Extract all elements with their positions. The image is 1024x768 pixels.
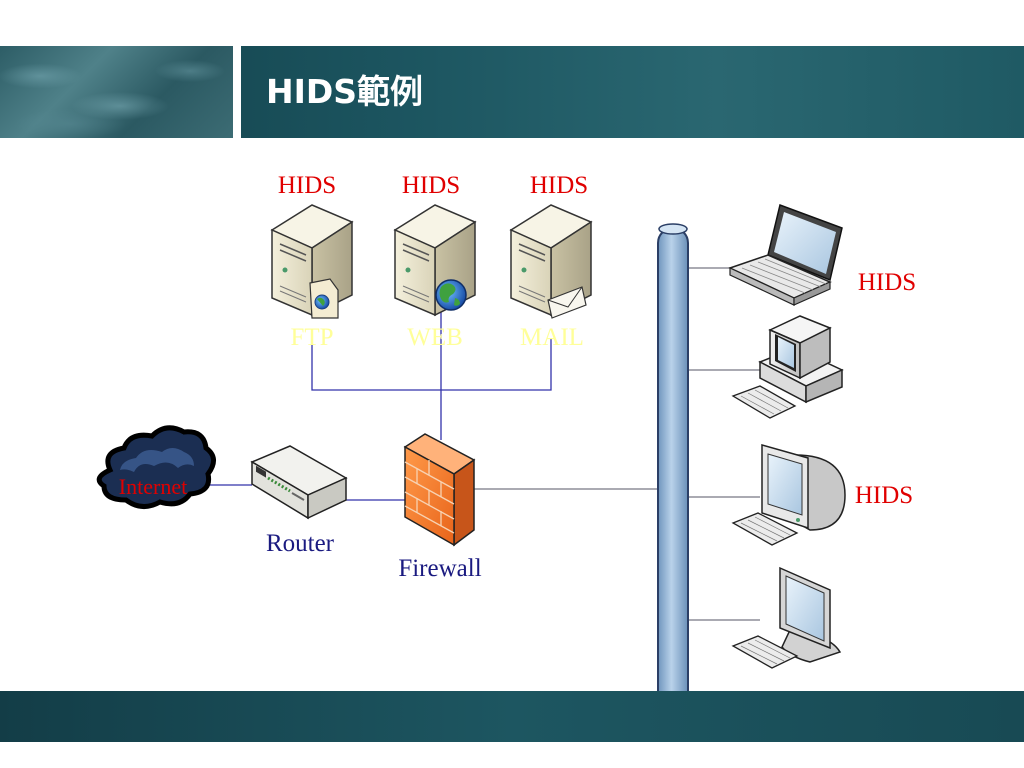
hids-label-laptop: HIDS (858, 269, 916, 296)
ftp-label: FTP (290, 324, 333, 351)
laptop-icon (728, 204, 843, 306)
internet-cloud-icon (96, 425, 216, 509)
mail-label: MAIL (520, 324, 584, 351)
network-bus (657, 223, 689, 707)
web-label: WEB (407, 324, 463, 351)
desktop-computer-icon (731, 315, 844, 419)
slide-title: HIDS範例 (266, 72, 424, 111)
router-label: Router (266, 530, 335, 557)
firewall-icon (403, 433, 476, 547)
bus-taps (474, 267, 760, 621)
hids-label-mail: HIDS (530, 172, 588, 199)
lcd-monitor-icon (731, 566, 842, 669)
crt-monitor-icon (731, 444, 846, 546)
connection-lines (200, 305, 552, 501)
footer-strip (0, 742, 1024, 768)
header-separator (233, 46, 241, 138)
hids-label-ftp: HIDS (278, 172, 336, 199)
firewall-label: Firewall (398, 555, 481, 582)
hids-label-crt: HIDS (855, 482, 913, 509)
server-mail-icon (509, 204, 593, 319)
line-ftp-down (311, 338, 552, 391)
server-ftp-icon (270, 204, 354, 319)
server-web-icon (393, 204, 477, 317)
footer-band (0, 691, 1024, 742)
header-photo (0, 46, 233, 138)
router-icon (250, 445, 348, 520)
hids-label-web: HIDS (402, 172, 460, 199)
internet-label: Internet (119, 474, 187, 499)
